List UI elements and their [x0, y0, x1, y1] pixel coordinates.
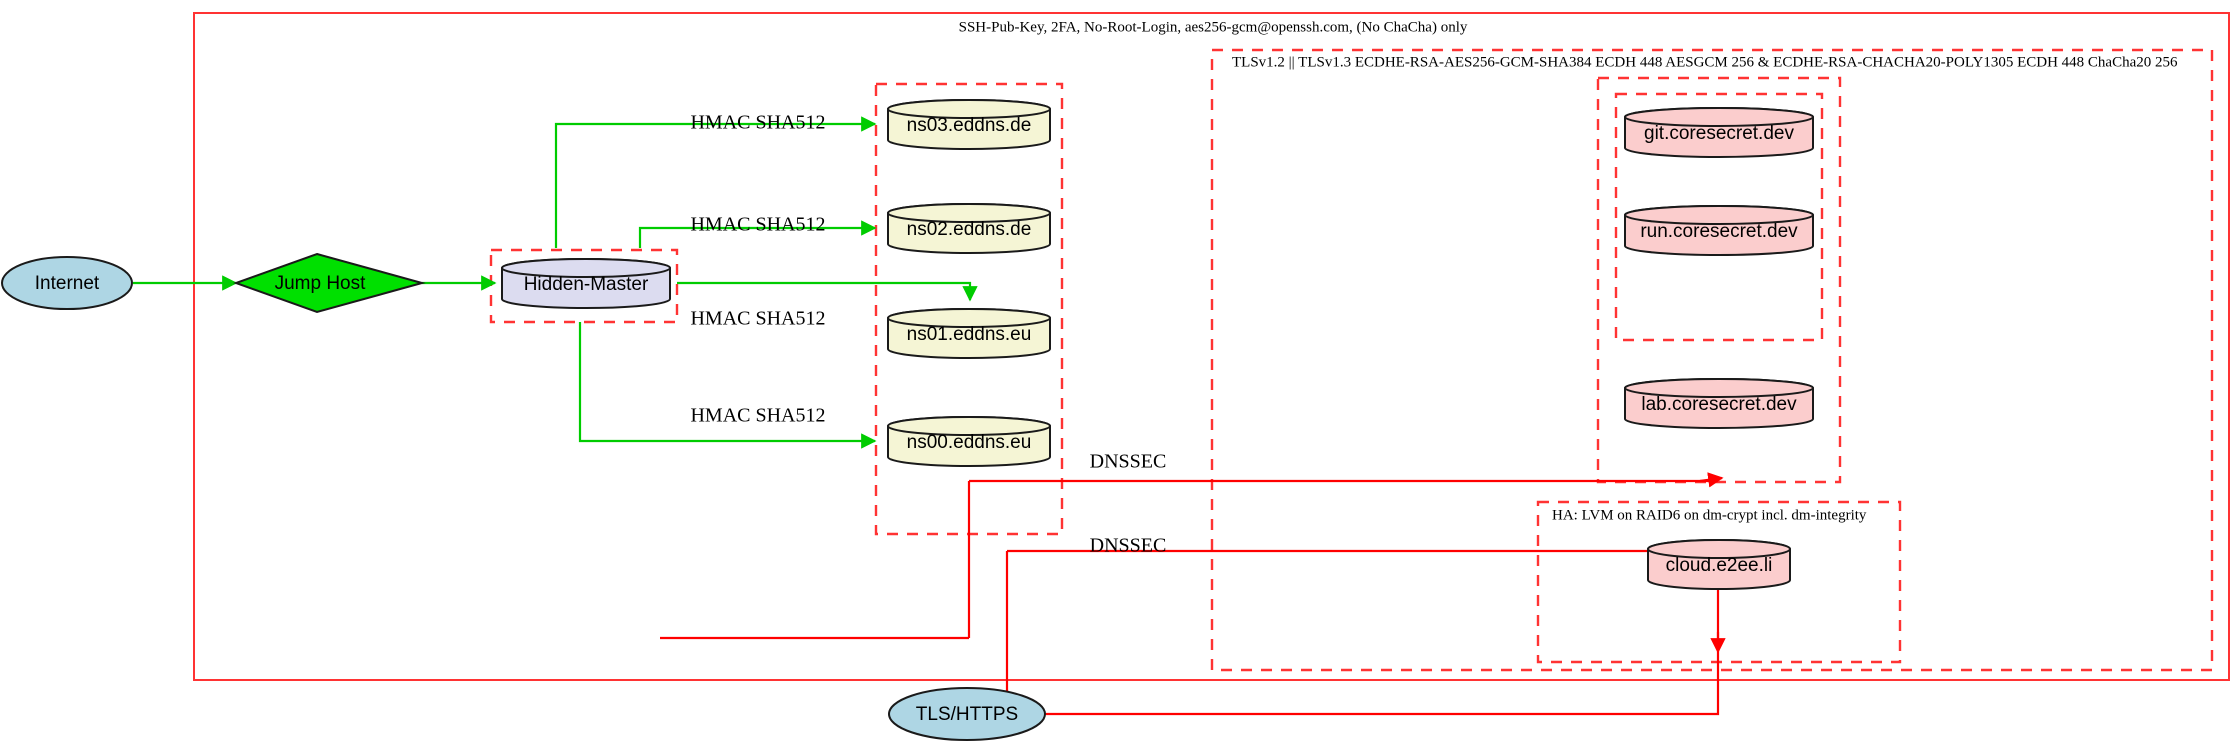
edge-label-hmac-ns03: HMAC SHA512 — [690, 112, 825, 134]
node-internet-shape[interactable] — [1, 256, 133, 310]
edge-dnssec-lower-line — [1007, 549, 1720, 650]
node-git-coresecret-label: git.coresecret.dev — [1644, 123, 1794, 144]
edge-label-hmac-ns01: HMAC SHA512 — [690, 308, 825, 330]
edge-tls-to-cloud — [1047, 652, 1720, 716]
node-ns02[interactable]: ns02.eddns.de — [887, 203, 1051, 254]
node-run-coresecret[interactable]: run.coresecret.dev — [1624, 205, 1814, 256]
node-jump-host-shape[interactable] — [233, 252, 426, 314]
node-ns00-label: ns00.eddns.eu — [907, 432, 1032, 453]
edge-hidden-master-to-ns02 — [638, 220, 877, 248]
node-ns01-label: ns01.eddns.eu — [907, 324, 1032, 345]
edge-label-dnssec-lower: DNSSEC — [1090, 535, 1167, 557]
node-cloud-e2ee-top — [1647, 539, 1791, 559]
node-hidden-master[interactable]: Hidden-Master — [501, 258, 671, 309]
cluster-coresecret-inner-zone — [1614, 92, 1824, 342]
node-git-coresecret[interactable]: git.coresecret.dev — [1624, 107, 1814, 158]
cluster-ssh-zone: SSH-Pub-Key, 2FA, No-Root-Login, aes256-… — [193, 12, 2230, 681]
node-run-coresecret-top — [1624, 205, 1814, 225]
edge-hidden-master-to-ns00 — [578, 322, 877, 449]
node-jump-host[interactable]: Jump Host — [233, 252, 426, 314]
node-git-coresecret-top — [1624, 107, 1814, 127]
node-ns02-label: ns02.eddns.de — [907, 219, 1032, 240]
node-tls-https[interactable]: TLS/HTTPS — [888, 687, 1046, 741]
node-ns00-top — [887, 416, 1051, 436]
node-ns01[interactable]: ns01.eddns.eu — [887, 308, 1051, 359]
node-lab-coresecret[interactable]: lab.coresecret.dev — [1624, 378, 1814, 429]
node-ns03-top — [887, 99, 1051, 119]
node-tls-https-shape[interactable] — [888, 687, 1046, 741]
node-hidden-master-top — [501, 258, 671, 278]
cluster-tls-zone-label: TLSv1.2 || TLSv1.3 ECDHE-RSA-AES256-GCM-… — [1232, 54, 2178, 70]
node-cloud-e2ee[interactable]: cloud.e2ee.li — [1647, 539, 1791, 590]
edge-label-dnssec-upper: DNSSEC — [1090, 451, 1167, 473]
node-ns01-top — [887, 308, 1051, 328]
node-ns00[interactable]: ns00.eddns.eu — [887, 416, 1051, 467]
cluster-ssh-zone-border — [193, 12, 2230, 681]
cluster-coresecret-inner-zone-border — [1614, 92, 1824, 342]
node-ns03-label: ns03.eddns.de — [907, 115, 1032, 136]
node-internet-label: Internet — [35, 273, 100, 294]
node-run-coresecret-label: run.coresecret.dev — [1640, 221, 1798, 242]
edge-label-hmac-ns00: HMAC SHA512 — [690, 405, 825, 427]
node-cloud-e2ee-label: cloud.e2ee.li — [1666, 555, 1773, 576]
node-jump-host-label: Jump Host — [275, 273, 367, 294]
node-internet[interactable]: Internet — [1, 256, 133, 310]
edge-hidden-master-to-ns01 — [677, 281, 978, 302]
cluster-tls-zone-border — [1210, 48, 2214, 672]
node-ns03[interactable]: ns03.eddns.de — [887, 99, 1051, 150]
node-lab-coresecret-label: lab.coresecret.dev — [1641, 394, 1797, 415]
edge-group-green — [133, 116, 978, 449]
node-lab-coresecret-top — [1624, 378, 1814, 398]
node-tls-https-label: TLS/HTTPS — [916, 704, 1018, 725]
cluster-ha-zone-label: HA: LVM on RAID6 on dm-crypt incl. dm-in… — [1552, 507, 1867, 523]
node-ns02-top — [887, 203, 1051, 223]
edge-label-hmac-ns02: HMAC SHA512 — [690, 214, 825, 236]
cluster-ssh-zone-label: SSH-Pub-Key, 2FA, No-Root-Login, aes256-… — [959, 19, 1468, 35]
edge-hidden-master-to-ns03 — [554, 116, 877, 248]
cluster-tls-zone: TLSv1.2 || TLSv1.3 ECDHE-RSA-AES256-GCM-… — [1210, 48, 2214, 672]
node-hidden-master-label: Hidden-Master — [524, 274, 649, 295]
edge-dnssec-upper-arrow — [1699, 472, 1724, 488]
